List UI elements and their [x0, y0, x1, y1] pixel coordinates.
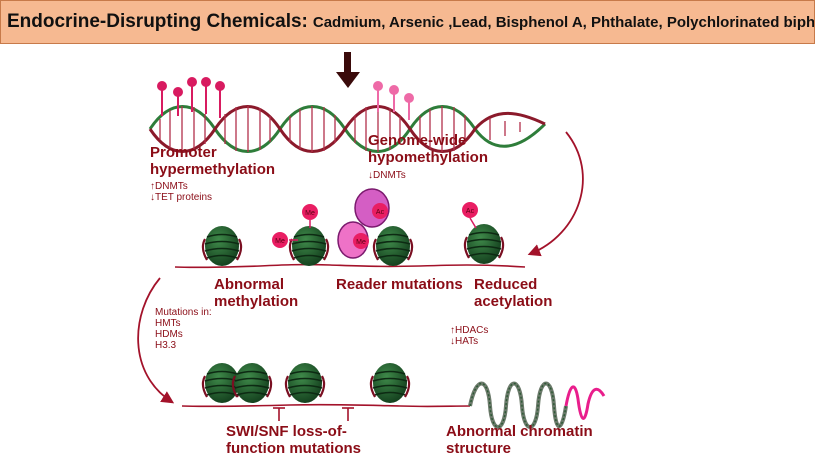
curved-arrow-left: [137, 277, 175, 404]
swi-snf-label-2: function mutations: [226, 440, 361, 457]
inhibition-icon: [342, 407, 354, 421]
h33-label: H3.3: [155, 340, 177, 351]
nucleosome: [201, 224, 243, 268]
condensed-chromatin-coil: [468, 381, 606, 429]
abnormal-methylation-label-1: Abnormal: [214, 276, 284, 293]
reduced-acetylation-label-2: acetylation: [474, 293, 552, 310]
promoter-note-tet: ↓TET proteins: [150, 192, 212, 203]
reader-protein: Me: [337, 221, 369, 259]
chromatin-strand-middle: [174, 263, 526, 269]
reader-mutations-label: Reader mutations: [336, 276, 463, 293]
dna-helix: [148, 105, 547, 153]
methyl-pins-genome: [373, 81, 414, 120]
nucleosome: [284, 361, 326, 405]
svg-text:Ac: Ac: [376, 209, 385, 216]
mutations-in-label: Mutations in:: [155, 307, 212, 318]
svg-text:Me: Me: [305, 210, 315, 217]
banner-title: Endocrine-Disrupting Chemicals:: [7, 11, 308, 32]
nucleosome: [369, 361, 411, 405]
hmts-label: HMTs: [155, 318, 181, 329]
inhibition-icon: [273, 407, 285, 421]
chromatin-label-2: structure: [446, 440, 511, 457]
methyl-pins-promoter: [157, 77, 225, 118]
promoter-note-dnmts: ↑DNMTs: [150, 181, 188, 192]
promoter-label-2: hypermethylation: [150, 161, 275, 178]
down-arrow-icon: [336, 52, 360, 88]
nucleosome: [288, 224, 330, 268]
acetyl-marker: Ac: [462, 202, 478, 229]
nucleosome: [231, 361, 273, 405]
reduced-acetylation-label-1: Reduced: [474, 276, 537, 293]
genome-label-1: Genome-wide: [368, 132, 466, 149]
nucleosome: [463, 222, 505, 266]
curved-arrow-right: [527, 131, 584, 257]
title-banner: Endocrine-Disrupting Chemicals: Cadmium,…: [0, 0, 815, 44]
epigenetic-diagram: Promoter hypermethylation ↑DNMTs ↓TET pr…: [137, 52, 606, 457]
methyl-marker: Me: [302, 204, 318, 228]
hdms-label: HDMs: [155, 329, 183, 340]
genome-label-2: hypomethylation: [368, 149, 488, 166]
genome-note-dnmts: ↓DNMTs: [368, 170, 406, 181]
svg-text:Me: Me: [356, 239, 366, 246]
nucleosome: [372, 224, 414, 268]
methyl-marker: Me: [272, 232, 298, 248]
chromatin-strand-bottom: [181, 403, 471, 408]
svg-text:Me: Me: [275, 238, 285, 245]
chromatin-label-1: Abnormal chromatin: [446, 423, 593, 440]
hats-label: ↓HATs: [450, 336, 478, 347]
chemical-list: Cadmium, Arsenic ,Lead, Bisphenol A, Pht…: [312, 13, 815, 31]
reader-protein: Ac: [354, 188, 390, 228]
promoter-label-1: Promoter: [150, 144, 217, 161]
hdacs-label: ↑HDACs: [450, 325, 488, 336]
svg-text:Ac: Ac: [466, 208, 475, 215]
abnormal-methylation-label-2: methylation: [214, 293, 298, 310]
swi-snf-label-1: SWI/SNF loss-of-: [226, 423, 347, 440]
